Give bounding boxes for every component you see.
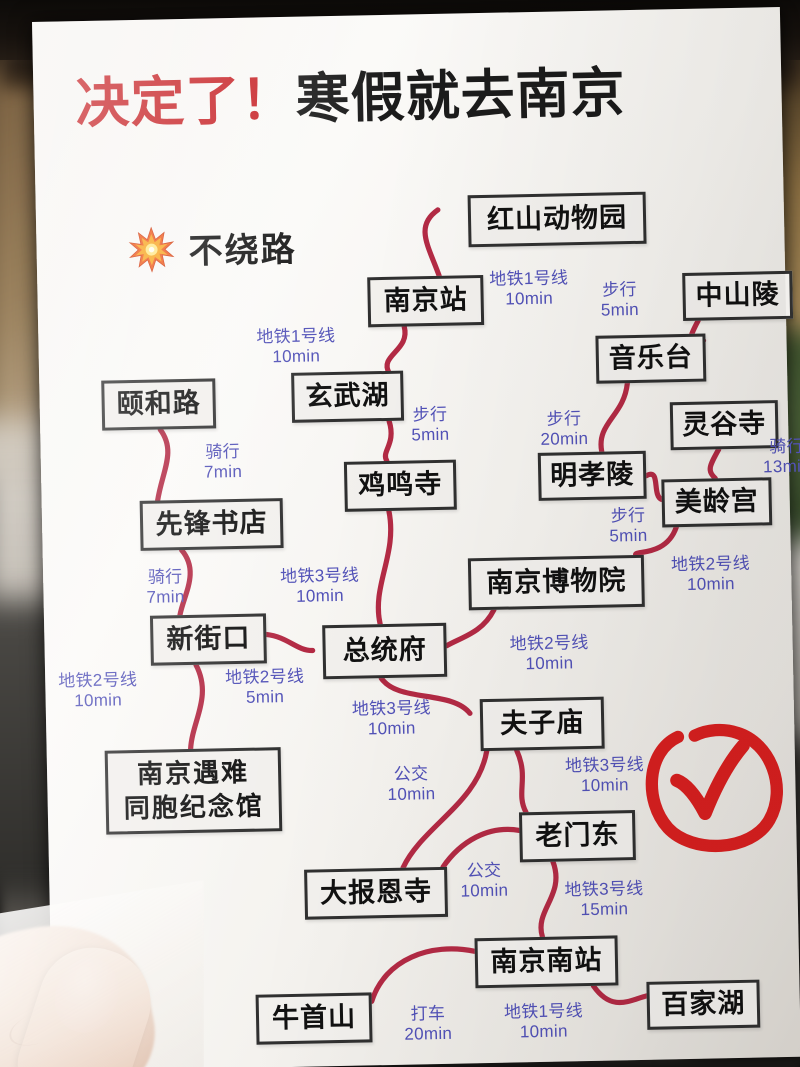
node-ming-xiaoling[interactable]: 明孝陵 [537,450,647,501]
node-massacre-memorial-hall-line1: 南京遇难 [136,757,250,790]
node-hongshan-zoo[interactable]: 红山动物园 [467,191,647,248]
curve-zongtongfu-fuzimiao [378,675,473,716]
curve-nanjingzhan-xuanwuhu [384,323,408,376]
curve-mingxiaoling-meilinggong [643,471,665,503]
node-dabaoen-temple[interactable]: 大报恩寺 [304,866,449,920]
curve-yinyuetai-mingxiaoling [598,380,630,455]
node-baijia-lake[interactable]: 百家湖 [646,979,761,1030]
node-confucius-temple[interactable]: 夫子庙 [479,696,605,752]
curve-xinjiekou-jinianguan [188,662,205,752]
node-niushou-mountain[interactable]: 牛首山 [255,992,373,1045]
node-presidential-palace[interactable]: 总统府 [322,622,448,680]
sheet-content: 决定了！寒假就去南京 不绕路 [32,7,800,1067]
node-xinjiekou[interactable]: 新街口 [149,613,267,666]
printed-itinerary-sheet: 决定了！寒假就去南京 不绕路 [32,6,800,1067]
node-xuanwu-lake[interactable]: 玄武湖 [291,370,405,423]
node-librairie-avantgarde[interactable]: 先锋书店 [139,498,284,551]
node-jiming-temple[interactable]: 鸡鸣寺 [343,459,457,512]
curve-fuzimiao-dabaoensi [400,748,490,871]
curve-laomendong-dabaoensi [440,826,522,870]
curve-nanjingnan-niushoushan [369,946,478,1004]
tagline: 不绕路 [128,222,297,274]
curve-fuzimiao-laomendong [514,747,529,815]
node-nanjing-station[interactable]: 南京站 [367,274,485,328]
node-nanjing-south-station[interactable]: 南京南站 [474,935,619,989]
curve-nanjingzhan-hongshan [422,207,442,279]
curve-bowuyuan-fuzimiao [444,607,497,649]
route-connector-curves [155,207,722,1006]
curve-xinjiekou-zongtongfu [263,631,316,654]
curve-linggusi-meilinggong [707,446,722,481]
curve-xuanwuhu-jimingsi [382,418,394,464]
node-meiling-palace[interactable]: 美龄宫 [661,477,773,528]
curve-yiheru-xianfeng [155,426,171,504]
approved-check-mark-icon [645,723,783,852]
curve-jimingsi-zongtongfu [375,508,394,627]
collision-icon [128,226,175,273]
node-nanjing-museum[interactable]: 南京博物院 [467,554,645,611]
node-massacre-memorial-hall[interactable]: 南京遇难 同胞纪念馆 [104,747,283,835]
curve-meilinggong-bowuyuan [633,524,679,558]
curve-laomendong-nanjingnan [538,859,559,940]
node-music-stage[interactable]: 音乐台 [595,333,707,384]
curve-nanjingnan-baijiahu [590,983,650,1006]
node-laomendong[interactable]: 老门东 [518,810,636,863]
curve-xianfeng-xinjiekou [177,547,193,618]
node-yihe-road[interactable]: 颐和路 [101,378,217,431]
paper-lifted-corner [0,880,204,1067]
node-zhongshan-mausoleum[interactable]: 中山陵 [682,270,794,321]
node-massacre-memorial-hall-line2: 同胞纪念馆 [123,790,265,824]
